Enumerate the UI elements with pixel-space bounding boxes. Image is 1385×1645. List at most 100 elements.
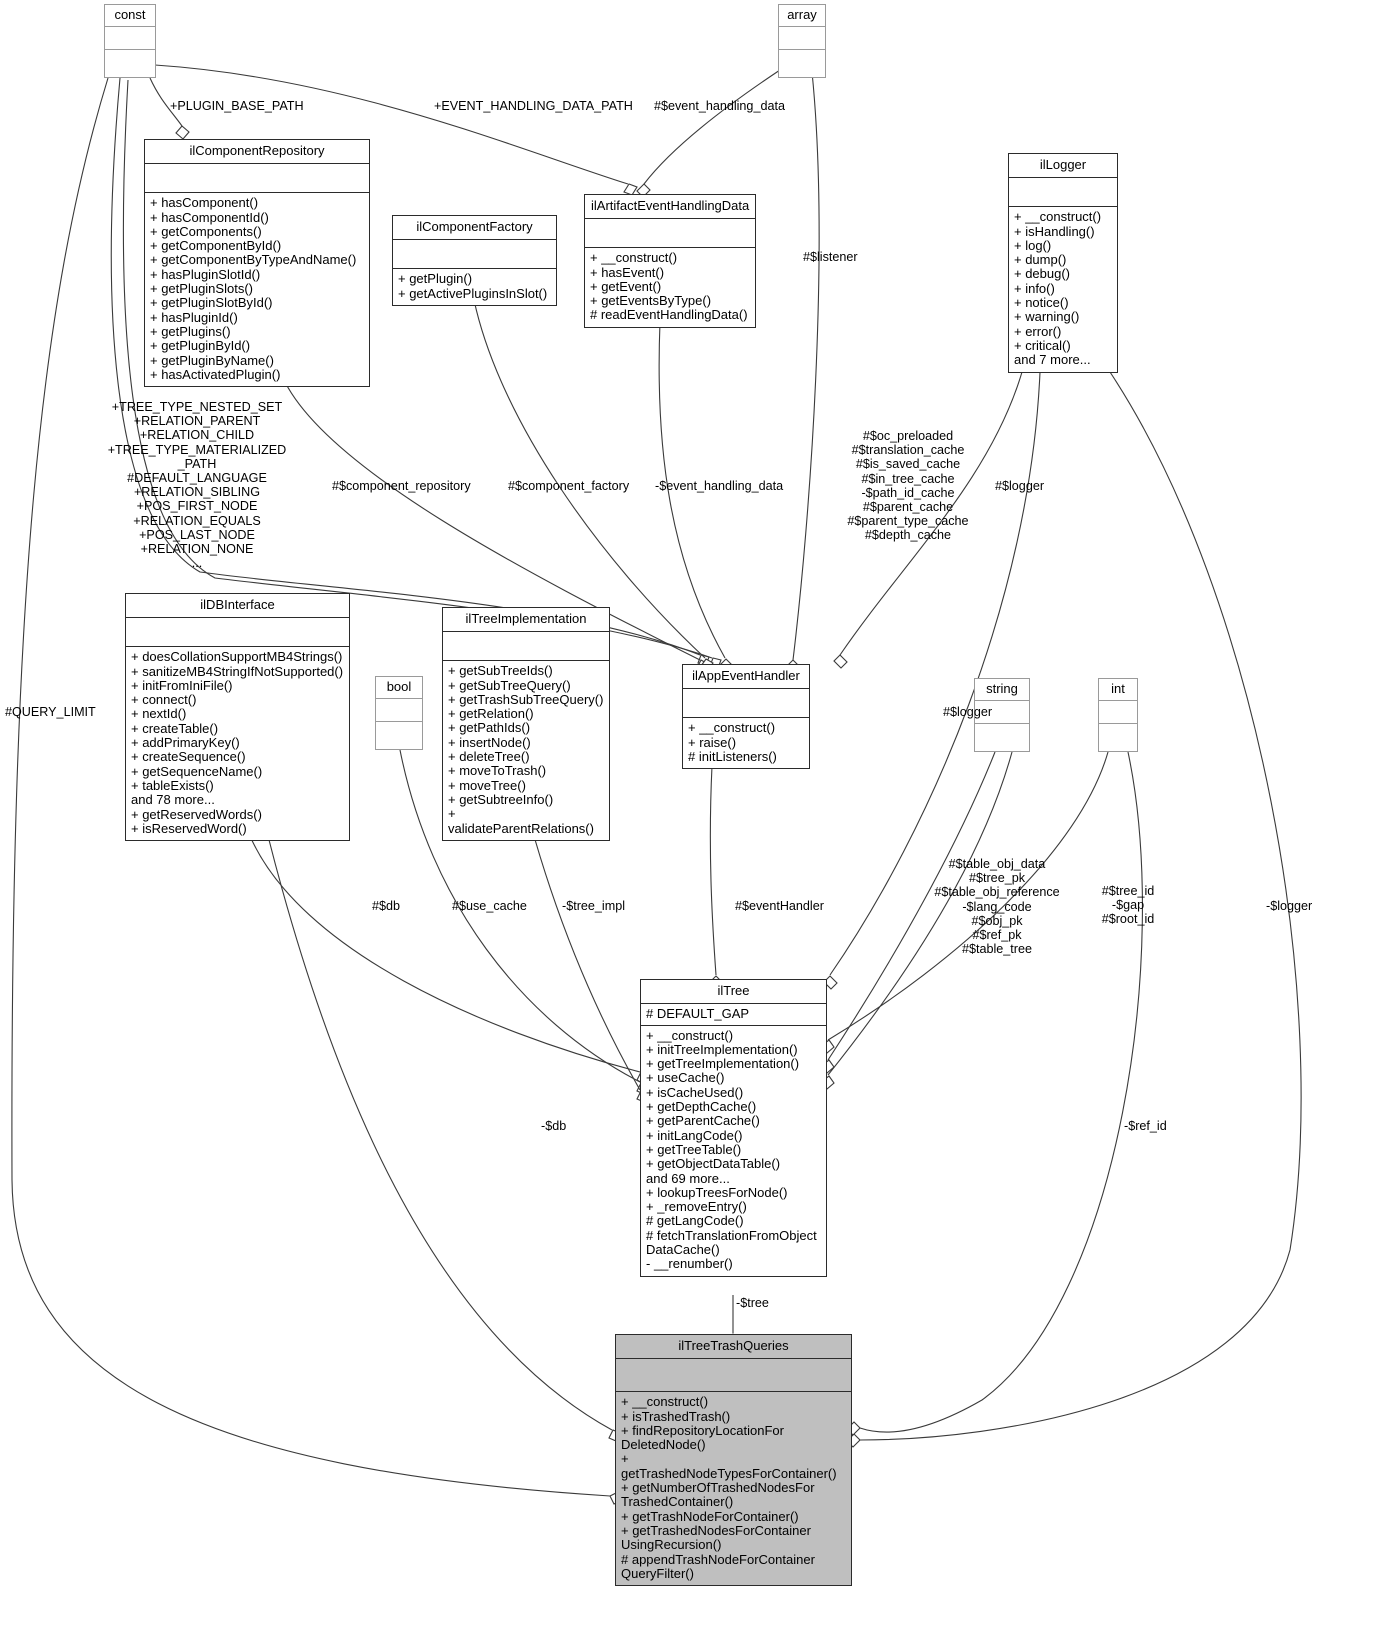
class-attributes — [585, 219, 755, 249]
class-attributes — [443, 632, 609, 662]
class-operations — [975, 724, 1029, 746]
operation: + _removeEntry() — [646, 1199, 747, 1215]
class-operations: + __construct() + isHandling() + log() +… — [1009, 207, 1117, 371]
operation: + getSubtreeInfo() — [448, 791, 554, 807]
operation: + hasComponentId() — [150, 209, 269, 225]
class-node-array[interactable]: array — [778, 4, 826, 78]
class-operations — [1099, 724, 1137, 746]
operation: + moveTree() — [448, 777, 526, 793]
operation: + nextId() — [131, 706, 187, 722]
class-operations: + getSubTreeIds() + getSubTreeQuery() + … — [443, 661, 609, 840]
class-node-ildbinterface[interactable]: ilDBInterface + doesCollationSupportMB4S… — [125, 593, 350, 842]
class-node-bool[interactable]: bool — [375, 676, 423, 750]
operation: + getComponentByTypeAndName() — [150, 252, 357, 268]
class-node-ilcomponentfactory[interactable]: ilComponentFactory + getPlugin() + getAc… — [392, 215, 557, 306]
operation: + addPrimaryKey() — [131, 735, 240, 751]
edge-label-plugin-base-path: +PLUGIN_BASE_PATH — [170, 99, 304, 113]
operation: + getActivePluginsInSlot() — [398, 285, 548, 301]
operation: + getEvent() — [590, 278, 662, 294]
class-attributes — [145, 164, 369, 194]
operation: + hasActivatedPlugin() — [150, 366, 281, 382]
class-node-iltree[interactable]: ilTree # DEFAULT_GAP + __construct() + i… — [640, 979, 827, 1277]
class-node-ilcomponentrepository[interactable]: ilComponentRepository + hasComponent() +… — [144, 139, 370, 388]
edge-label-logger-right: -$logger — [1266, 899, 1313, 913]
operation: + getSubTreeIds() — [448, 663, 553, 679]
operation: # getLangCode() — [646, 1213, 744, 1229]
class-title: int — [1099, 679, 1137, 702]
class-node-string[interactable]: string — [974, 678, 1030, 752]
operation: + warning() — [1014, 309, 1080, 325]
operation: + getTrashSubTreeQuery() — [448, 691, 604, 707]
class-title: ilComponentFactory — [393, 216, 556, 241]
class-attributes — [393, 240, 556, 270]
operation: + findRepositoryLocationFor DeletedNode(… — [621, 1422, 784, 1453]
attribute: # DEFAULT_GAP — [646, 1006, 750, 1022]
operation: + getDepthCache() — [646, 1099, 757, 1115]
edge-label-event-handling-data-private: -$event_handling_data — [655, 479, 784, 493]
class-attributes — [376, 699, 422, 723]
operation: + __construct() — [688, 720, 776, 736]
edge-label-event-handler: #$eventHandler — [735, 899, 824, 913]
operation: + hasComponent() — [150, 195, 259, 211]
class-operations: + __construct() + hasEvent() + getEvent(… — [585, 248, 755, 326]
class-title: ilAppEventHandler — [683, 665, 809, 690]
operation: + getObjectDataTable() — [646, 1156, 781, 1172]
operation: + getTreeImplementation() — [646, 1056, 800, 1072]
operation: + doesCollationSupportMB4Strings() — [131, 649, 343, 665]
edge-label-event-handling-data-array: #$event_handling_data — [654, 99, 785, 113]
class-title: ilLogger — [1009, 154, 1117, 179]
operation: + __construct() — [621, 1394, 709, 1410]
class-node-illogger[interactable]: ilLogger + __construct() + isHandling() … — [1008, 153, 1118, 373]
class-node-const[interactable]: const — [104, 4, 156, 78]
operation: + sanitizeMB4StringIfNotSupported() — [131, 663, 344, 679]
class-attributes: # DEFAULT_GAP — [641, 1004, 826, 1026]
operation: # readEventHandlingData() — [590, 307, 748, 323]
operation: + getEventsByType() — [590, 293, 712, 309]
class-attributes — [975, 701, 1029, 725]
class-operations: + __construct() + raise() # initListener… — [683, 718, 809, 768]
edge-label-tree-constants: +TREE_TYPE_NESTED_SET +RELATION_PARENT +… — [107, 400, 287, 571]
operation: + insertNode() — [448, 734, 531, 750]
operation: + debug() — [1014, 266, 1071, 282]
operation: + error() — [1014, 323, 1062, 339]
class-operations — [779, 50, 825, 72]
class-attributes — [126, 618, 349, 648]
operation: and 7 more... — [1014, 352, 1091, 368]
class-title: ilArtifactEventHandlingData — [585, 195, 755, 220]
operation: + lookupTreesForNode() — [646, 1184, 788, 1200]
operation: # fetchTranslationFromObject DataCache() — [646, 1227, 817, 1258]
operation: + getTrashedNodesForContainer UsingRecur… — [621, 1522, 811, 1553]
class-title: bool — [376, 677, 422, 700]
operation: + getPlugins() — [150, 323, 231, 339]
class-title: ilDBInterface — [126, 594, 349, 619]
class-title: ilComponentRepository — [145, 140, 369, 165]
class-operations — [376, 722, 422, 744]
operation: + dump() — [1014, 252, 1067, 268]
operation: + getNumberOfTrashedNodesFor TrashedCont… — [621, 1480, 815, 1510]
class-attributes — [105, 27, 155, 51]
operation: + info() — [1014, 280, 1055, 296]
class-node-iltreetrashqueries[interactable]: ilTreeTrashQueries + __construct() + isT… — [615, 1334, 852, 1587]
operation: + getPluginSlots() — [150, 281, 253, 297]
edge-label-logger-tree: #$logger — [995, 479, 1045, 493]
operation: + __construct() — [646, 1027, 734, 1043]
class-node-ilartifacteventhandlingdata[interactable]: ilArtifactEventHandlingData + __construc… — [584, 194, 756, 328]
edge-label-tree-id-group: #$tree_id -$gap #$root_id — [1101, 884, 1155, 927]
edge-label-event-handling-data-path: +EVENT_HANDLING_DATA_PATH — [434, 99, 633, 113]
operation: + getComponents() — [150, 223, 262, 239]
edge-label-component-factory: #$component_factory — [508, 479, 630, 493]
operation: + notice() — [1014, 295, 1069, 311]
operation: + useCache() — [646, 1070, 725, 1086]
operation: + getParentCache() — [646, 1113, 760, 1129]
operation: + log() — [1014, 237, 1052, 253]
operation: + deleteTree() — [448, 749, 530, 765]
class-attributes — [1009, 178, 1117, 208]
class-node-ilappeventhandler[interactable]: ilAppEventHandler + __construct() + rais… — [682, 664, 810, 770]
class-title: ilTree — [641, 980, 826, 1005]
operation: + getPluginById() — [150, 338, 251, 354]
operation: and 69 more... — [646, 1170, 730, 1186]
operation: + isCacheUsed() — [646, 1084, 744, 1100]
class-node-iltreeimplementation[interactable]: ilTreeImplementation + getSubTreeIds() +… — [442, 607, 610, 841]
class-node-int[interactable]: int — [1098, 678, 1138, 752]
